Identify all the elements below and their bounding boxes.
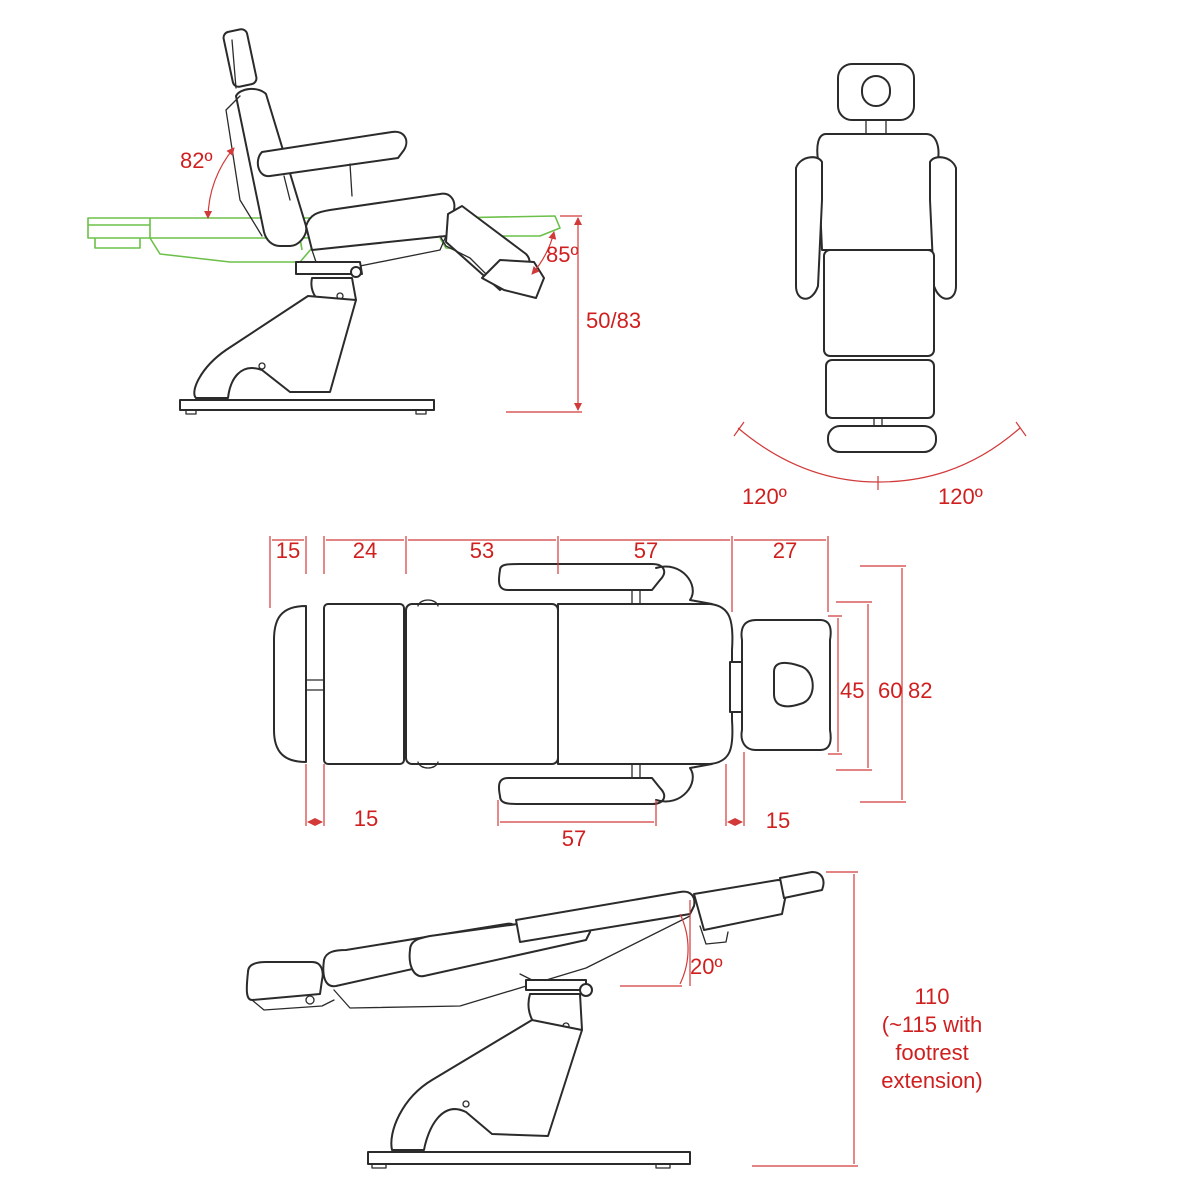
seat-height-ext — [506, 215, 582, 413]
headrest-plan — [740, 619, 832, 751]
dim-bottom-right: 15 — [766, 808, 790, 833]
dim-top-2: 24 — [353, 538, 377, 563]
dim-top-3: 53 — [470, 538, 494, 563]
side-view-reclined: 82º 85º 50/83 — [87, 28, 641, 415]
legrest-top — [825, 359, 935, 419]
rotation-right-label: 120º — [938, 484, 983, 509]
backrest-top — [816, 133, 940, 251]
left-armrest-top — [795, 156, 823, 300]
seat — [305, 192, 456, 269]
upper-armrest-plan — [498, 563, 666, 591]
dim-back-width: 60 — [878, 678, 902, 703]
side-view-flat: 20º 110 (~115 with footrest extension) — [245, 871, 983, 1169]
headrest-hole-plan — [773, 661, 814, 708]
tilt-angle-label: 20º — [690, 954, 723, 979]
leg-rest — [439, 205, 545, 299]
footrest-plan — [273, 605, 307, 763]
dim-top-4: 57 — [634, 538, 658, 563]
legrest-plan — [323, 603, 405, 765]
leg-angle-label: 85º — [546, 242, 579, 267]
max-height-line-1: 110 — [914, 984, 949, 1009]
column-base — [179, 261, 435, 415]
flat-column-base — [367, 979, 691, 1169]
backrest-angle-label: 82º — [180, 148, 213, 173]
seat-height-label: 50/83 — [586, 308, 641, 333]
armrest — [256, 130, 408, 201]
max-height-line-3: footrest — [895, 1040, 968, 1065]
headrest-hole — [861, 75, 891, 107]
top-view-rotation: 120º 120º — [733, 63, 1027, 509]
footrest-top — [827, 425, 937, 453]
top-dim-ext — [269, 536, 829, 612]
dim-headrest-width: 45 — [840, 678, 864, 703]
max-height-line-4: extension) — [881, 1068, 983, 1093]
seat-top — [823, 249, 935, 357]
seat-plan — [405, 603, 559, 765]
right-armrest-top — [929, 156, 957, 300]
dim-top-5: 27 — [773, 538, 797, 563]
backrest-plan — [557, 603, 734, 765]
leg-angle-arc — [531, 231, 557, 275]
max-height-line-2: (~115 with — [882, 1012, 982, 1037]
headrest-top — [837, 63, 915, 121]
backrest-angle-arc — [204, 147, 235, 219]
rotation-left-label: 120º — [742, 484, 787, 509]
dim-bottom-left: 15 — [354, 806, 378, 831]
dim-armrest: 57 — [562, 826, 586, 851]
dim-overall-width: 82 — [908, 678, 932, 703]
plan-view: 15 24 53 57 27 15 57 15 45 60 82 — [269, 536, 932, 851]
dim-top-1: 15 — [276, 538, 300, 563]
lower-armrest-plan — [498, 777, 666, 805]
headrest — [222, 28, 258, 89]
